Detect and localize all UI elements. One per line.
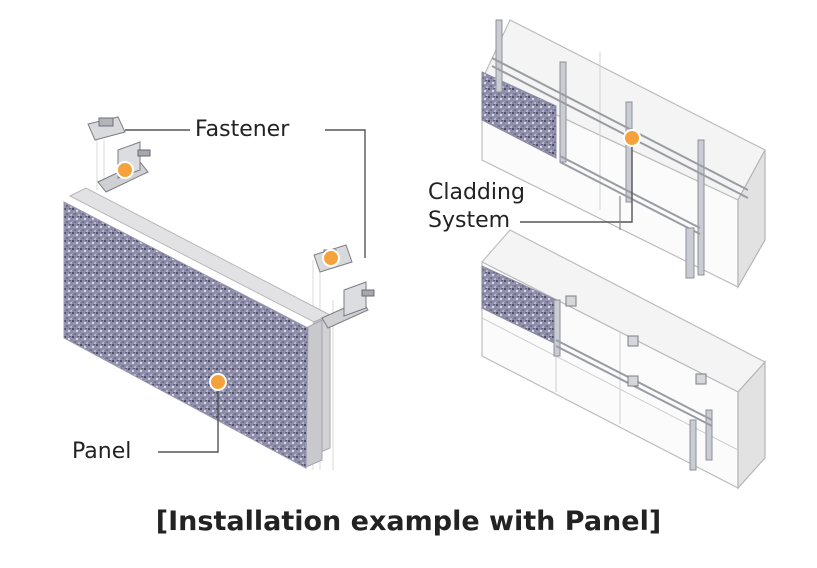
panel-label: Panel (72, 439, 132, 464)
diagram-caption: [Installation example with Panel] (155, 506, 662, 537)
cladding-label-line2: System (428, 208, 511, 233)
fastener-leader-line-right (325, 129, 366, 258)
cladding-wall-top (481, 19, 766, 290)
fastener-marker-right (322, 249, 340, 267)
cladding-leader-line (520, 138, 633, 223)
cladding-label-line1: Cladding (428, 180, 525, 205)
panel-leader-line (158, 382, 219, 453)
fastener-label: Fastener (195, 117, 290, 142)
panel-assembly (63, 116, 375, 470)
cladding-marker (623, 129, 641, 147)
panel-marker (209, 373, 227, 391)
stone-panel (63, 201, 309, 469)
fastener-marker (116, 161, 134, 179)
cladding-wall-bottom (481, 229, 766, 490)
